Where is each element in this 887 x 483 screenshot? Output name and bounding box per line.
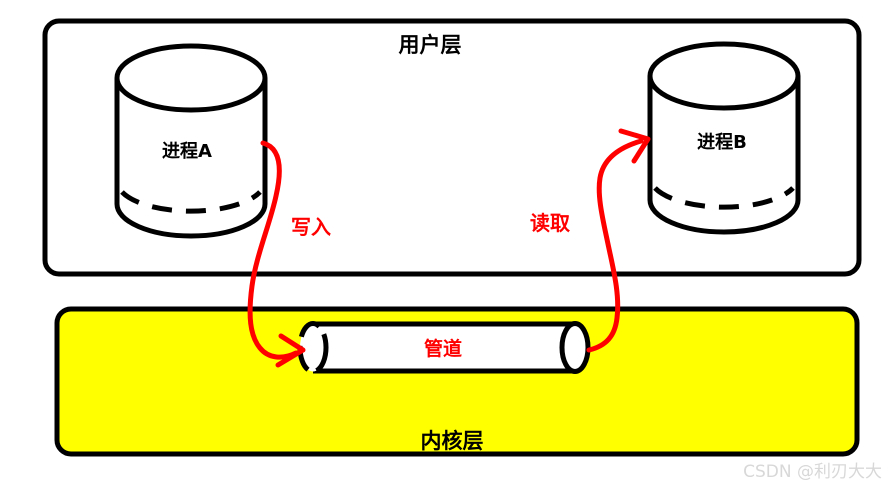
user-layer-title: 用户层	[399, 33, 462, 57]
pipe-right-end	[559, 321, 591, 374]
process-a-cylinder: 进程A	[114, 43, 268, 239]
process-a-label: 进程A	[162, 141, 212, 162]
write-arrow-label: 写入	[291, 215, 331, 239]
process-b-label: 进程B	[697, 132, 747, 153]
pipe-left-end	[297, 321, 329, 374]
read-arrow-label: 读取	[530, 211, 570, 235]
kernel-layer-title: 内核层	[421, 429, 484, 453]
read-arrow	[586, 128, 651, 353]
pipe-label: 管道	[424, 337, 462, 360]
process-b-cylinder: 进程B	[647, 41, 801, 235]
pipe-cylinder: 管道	[297, 321, 591, 374]
write-arrow	[247, 140, 306, 368]
csdn-watermark: CSDN @利刃大大	[743, 462, 882, 482]
